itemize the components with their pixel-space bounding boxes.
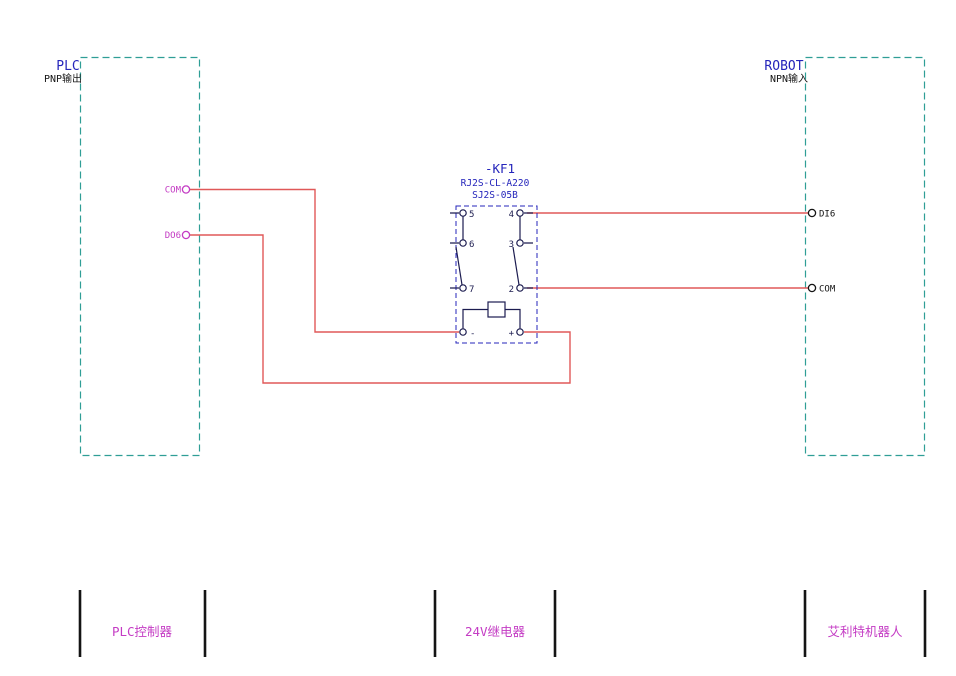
relay-pin-coil-minus <box>459 328 467 336</box>
plc-terminals: COM DO6 <box>165 185 191 241</box>
footer-label-robot: 艾利特机器人 <box>827 624 903 639</box>
relay-pin-6 <box>459 239 467 247</box>
plc-box: PLC PNP输出 <box>44 56 201 457</box>
relay-pin-3-label: 3 <box>509 240 514 250</box>
relay-box-outline <box>455 205 538 344</box>
footer-sections: PLC控制器 24V继电器 艾利特机器人 <box>78 590 927 657</box>
relay-pin-2-label: 2 <box>509 285 514 295</box>
robot-subtitle: NPN输入 <box>770 72 808 85</box>
relay-coil-lead-plus <box>505 308 521 329</box>
plc-terminal-com <box>181 185 191 194</box>
relay-pin-7 <box>459 284 467 292</box>
robot-terminal-com <box>807 283 817 293</box>
robot-box: ROBOT NPN输入 <box>764 56 926 457</box>
robot-terminal-com-label: COM <box>819 285 836 295</box>
relay-pin-stubs-left <box>450 212 459 289</box>
relay-model-line2: SJ2S-05B <box>472 190 518 201</box>
relay-pin-2 <box>516 284 524 292</box>
robot-box-outline <box>804 56 926 457</box>
plc-box-outline <box>79 56 201 457</box>
relay-pin-5-label: 5 <box>469 210 474 220</box>
relay-pin-4-label: 4 <box>509 210 514 220</box>
plc-terminal-do6-label: DO6 <box>165 231 181 241</box>
relay-pin-6-label: 6 <box>469 240 474 250</box>
relay-model-line1: RJ2S-CL-A220 <box>461 178 530 189</box>
relay-contact-blade-7 <box>455 246 463 285</box>
relay-pin-coil-plus <box>516 328 524 336</box>
robot-terminal-di6-label: DI6 <box>819 210 835 220</box>
plc-terminal-com-label: COM <box>165 186 182 196</box>
footer-label-plc: PLC控制器 <box>112 624 173 639</box>
plc-subtitle: PNP输出 <box>44 72 82 85</box>
wire-plc-do6-to-relay-coil-plus <box>190 234 571 384</box>
relay-pin-7-label: 7 <box>469 285 474 295</box>
relay-pin-3 <box>516 239 524 247</box>
plc-title: PLC <box>56 59 79 74</box>
wires <box>190 188 808 384</box>
relay-coil-lead-minus <box>462 308 488 329</box>
robot-terminals: DI6 COM <box>807 208 836 295</box>
relay-contact-blade-2 <box>512 246 520 285</box>
footer-label-relay: 24V继电器 <box>465 624 526 639</box>
relay-pin-4 <box>516 209 524 217</box>
relay-coil-symbol <box>487 301 506 318</box>
relay-coil-plus-label: + <box>509 329 515 339</box>
robot-terminal-di6 <box>807 208 817 218</box>
relay-coil-minus-label: - <box>470 329 475 339</box>
relay-tag-label: -KF1 <box>485 161 515 176</box>
relay: -KF1 RJ2S-CL-A220 SJ2S-05B <box>450 161 538 344</box>
plc-terminal-do6 <box>181 230 191 240</box>
wire-plc-com-to-relay-coil-minus <box>190 188 459 333</box>
relay-pin-5 <box>459 209 467 217</box>
relay-pin-stubs-right <box>524 212 533 289</box>
robot-title: ROBOT <box>764 59 803 74</box>
